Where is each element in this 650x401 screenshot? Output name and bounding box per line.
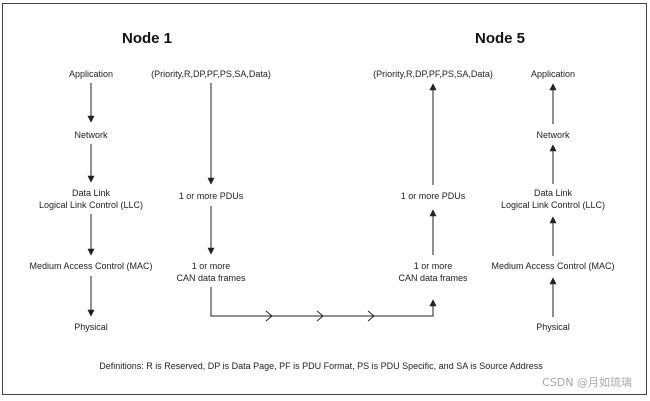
node1-network-label: Network — [74, 130, 108, 140]
node1-frames-label-1: 1 or more — [192, 261, 231, 271]
node1-pdus-label: 1 or more PDUs — [179, 191, 244, 201]
node1-application-label: Application — [69, 69, 113, 79]
bus-direction-chevron-2 — [316, 310, 324, 322]
node1-datalink-label: Data Link — [72, 188, 111, 198]
node5-message-label: (Priority,R,DP,PF,PS,SA,Data) — [373, 69, 493, 79]
can-bus-connection — [210, 287, 437, 317]
node5-physical-label: Physical — [536, 322, 570, 332]
node5-datalink-label: Data Link — [534, 188, 573, 198]
node1-message-label: (Priority,R,DP,PF,PS,SA,Data) — [151, 69, 271, 79]
definitions-text: Definitions: R is Reserved, DP is Data P… — [99, 361, 543, 371]
node5-llc-label: Logical Link Control (LLC) — [501, 200, 605, 210]
node5-title: Node 5 — [475, 30, 525, 47]
node1-mac-label: Medium Access Control (MAC) — [29, 261, 152, 271]
bus-direction-chevron-3 — [367, 310, 375, 322]
node5-network-label: Network — [536, 130, 570, 140]
node1-frames-label-2: CAN data frames — [176, 273, 246, 283]
node5-mac-label: Medium Access Control (MAC) — [491, 261, 614, 271]
node1-llc-label: Logical Link Control (LLC) — [39, 200, 143, 210]
node1-physical-label: Physical — [74, 322, 108, 332]
csdn-watermark: CSDN @月如琉璃 — [542, 375, 632, 389]
node5-application-label: Application — [531, 69, 575, 79]
diagram-frame — [2, 3, 647, 395]
node1-title: Node 1 — [122, 30, 172, 47]
node5-pdus-label: 1 or more PDUs — [401, 191, 466, 201]
node5-frames-label-1: 1 or more — [414, 261, 453, 271]
bus-direction-chevron-1 — [265, 310, 273, 322]
node5-frames-label-2: CAN data frames — [398, 273, 468, 283]
